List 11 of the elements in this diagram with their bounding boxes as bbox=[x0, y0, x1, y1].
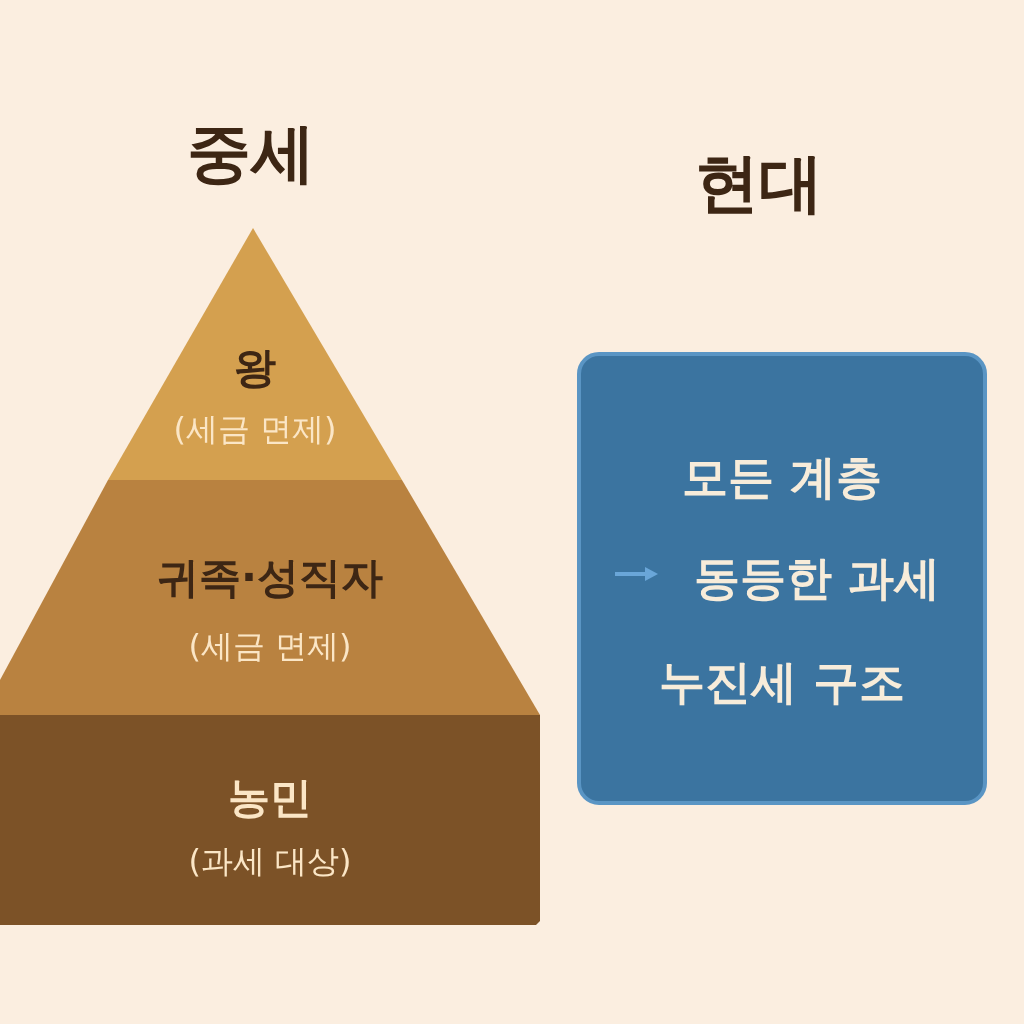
tier-label: 농민 bbox=[227, 772, 313, 824]
column-heading: 현대 bbox=[695, 145, 823, 222]
column-heading: 중세 bbox=[187, 115, 315, 192]
tier-note: (세금 면제) bbox=[172, 409, 338, 450]
panel-text: 모든 계층 bbox=[681, 449, 883, 506]
tier-label: 귀족·성직자 bbox=[156, 552, 384, 604]
panel-text: 누진세 구조 bbox=[658, 654, 906, 711]
tier-note: (세금 면제) bbox=[187, 626, 353, 667]
panel-text: 동등한 과세 bbox=[693, 550, 941, 607]
tier-label: 왕 bbox=[233, 342, 277, 394]
tier-note: (과세 대상) bbox=[187, 841, 353, 882]
